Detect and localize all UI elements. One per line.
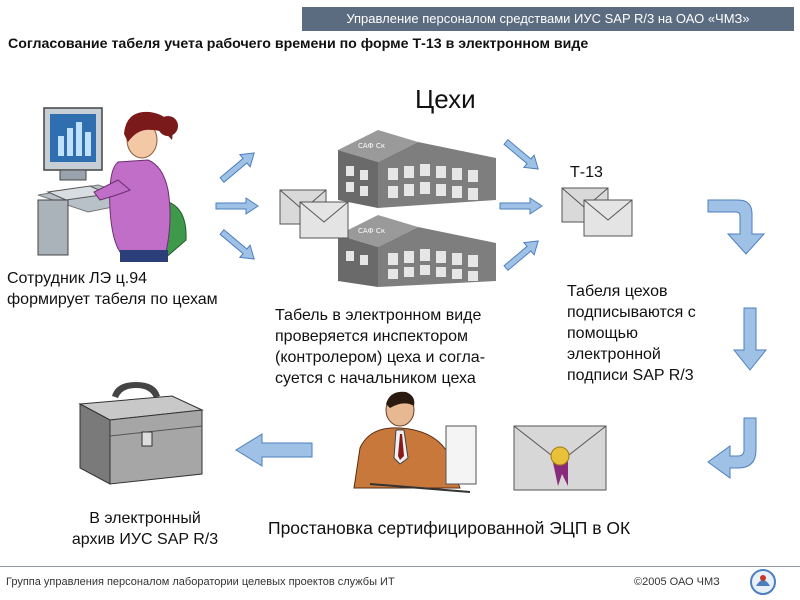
arrow-right-down-icon (500, 234, 544, 275)
company-logo-icon (750, 569, 776, 595)
workshop-building-bottom-icon: САФ Ск (338, 215, 496, 287)
header-banner-text: Управление персоналом средствами ИУС SAP… (346, 11, 750, 26)
archive-caption: В электронный архив ИУС SAP R/3 (71, 510, 219, 548)
archive-toolbox-icon (78, 382, 204, 485)
arrow-down-icon (732, 307, 768, 371)
check-caption: Табель в электронном виде проверяется ин… (275, 307, 486, 387)
footer-right: ©2005 ОАО ЧМЗ (634, 576, 720, 588)
certified-envelope-icon (513, 425, 607, 491)
workshop-building-top-icon: САФ Ск (338, 130, 496, 208)
t13-label: Т-13 (570, 164, 603, 181)
arrow-to-archive-icon (235, 433, 313, 467)
arrow-right-mid-icon (499, 197, 543, 215)
signing-person-icon (353, 391, 477, 493)
envelope-pair-left-icon (279, 189, 349, 239)
envelope-pair-t13-icon (561, 187, 633, 237)
arrow-left-up-icon (216, 146, 260, 187)
workshops-heading: Цехи (415, 84, 476, 114)
arrow-curve-down-icon (707, 199, 766, 255)
arrow-left-down-icon (216, 225, 260, 266)
page-title: Согласование табеля учета рабочего време… (8, 36, 589, 52)
header-banner: Управление персоналом средствами ИУС SAP… (302, 7, 794, 31)
ecp-caption: Простановка сертифицированной ЭЦП в ОК (268, 518, 631, 538)
footer-divider (0, 566, 800, 567)
arrow-left-mid-icon (215, 197, 259, 215)
building-sign-bottom: САФ Ск (358, 227, 385, 235)
employee-caption: Сотрудник ЛЭ ц.94 формирует табеля по це… (7, 270, 218, 308)
arrow-right-up-icon (500, 135, 544, 176)
sign-caption: Табеля цехов подписываются с помощью эле… (567, 283, 696, 384)
arrow-curve-left-icon (707, 417, 757, 479)
employee-computer-icon (37, 107, 187, 262)
footer-left: Группа управления персоналом лаборатории… (6, 576, 395, 588)
building-sign-top: САФ Ск (358, 142, 385, 150)
